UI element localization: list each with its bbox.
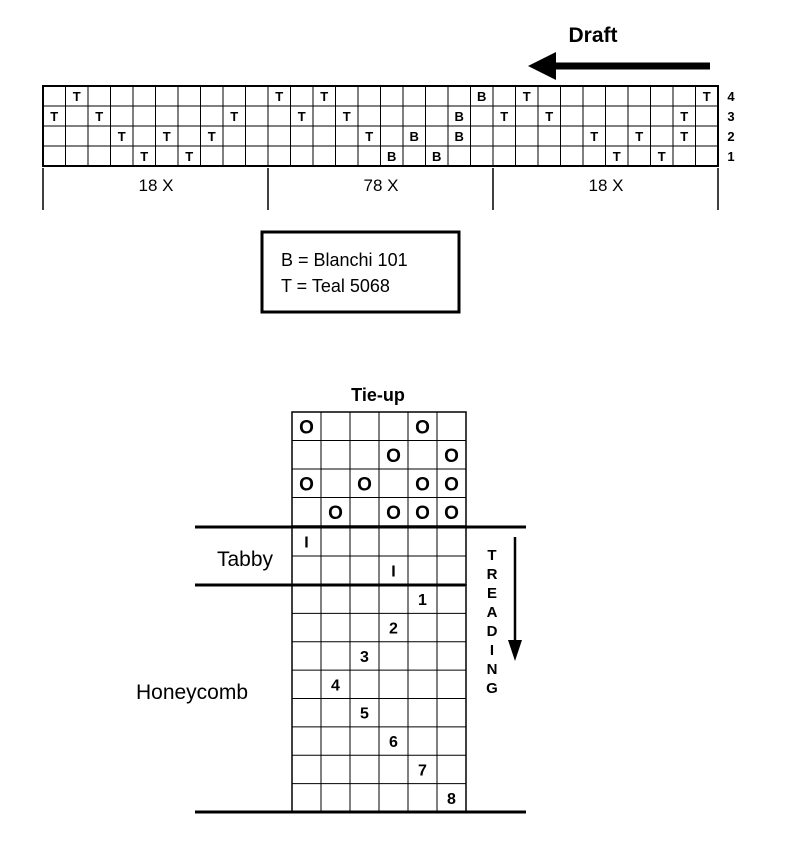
shaft-number: 4 [727,89,735,104]
treading-label-letter: N [487,661,498,678]
thread-mark-t: T [208,129,216,144]
thread-mark-b: B [477,89,486,104]
tabby-label: Tabby [217,548,274,571]
tieup-mark: O [415,417,430,438]
tieup-mark: O [415,503,430,524]
thread-mark-t: T [545,109,553,124]
tieup-mark: O [444,446,459,467]
honeycomb-label: Honeycomb [136,681,248,704]
shaft-number: 2 [727,129,734,144]
tieup-mark: O [299,474,314,495]
thread-mark-t: T [275,89,283,104]
thread-mark-t: T [320,89,328,104]
thread-mark-b: B [432,149,441,164]
thread-mark-b: B [387,149,396,164]
thread-mark-t: T [703,89,711,104]
thread-mark-t: T [680,109,688,124]
draft-direction-arrow-icon [528,52,710,80]
thread-mark-t: T [118,129,126,144]
thread-mark-t: T [298,109,306,124]
treadle-mark: 5 [360,706,369,723]
thread-mark-t: T [73,89,81,104]
treading-label-letter: I [490,642,494,659]
tieup-mark: O [386,446,401,467]
tieup-mark: O [444,474,459,495]
thread-mark-t: T [95,109,103,124]
treading-label-letter: E [487,585,497,602]
thread-mark-t: T [230,109,238,124]
legend-line-t: T = Teal 5068 [281,276,390,296]
legend-line-b: B = Blanchi 101 [281,250,408,270]
thread-mark-b: B [455,129,464,144]
treadle-mark: 3 [360,649,369,666]
thread-mark-t: T [680,129,688,144]
repeat-label-center: 78 X [364,176,399,195]
treading-label-letter: A [487,604,498,621]
repeat-label-right: 18 X [589,176,624,195]
thread-mark-t: T [163,129,171,144]
thread-mark-t: T [50,109,58,124]
treading-arrow-icon [508,537,522,661]
treadle-mark: 2 [389,621,398,638]
treadle-mark: 1 [418,592,427,609]
thread-mark-t: T [185,149,193,164]
thread-mark-t: T [365,129,373,144]
tieup-mark: O [299,417,314,438]
thread-mark-t: T [140,149,148,164]
thread-mark-b: B [410,129,419,144]
tieup-mark: O [328,503,343,524]
treading-grid: I I 1 2 3 4 5 6 7 8 [291,526,467,813]
treading-label-letter: R [487,566,498,583]
shaft-number: 1 [727,149,734,164]
thread-mark-b: B [455,109,464,124]
shaft-numbers: 4 3 2 1 [727,89,735,164]
treadle-mark: 4 [331,677,340,694]
thread-mark-t: T [500,109,508,124]
treadle-mark: 8 [447,791,456,808]
treading-label-letter: G [486,680,498,697]
thread-mark-t: T [343,109,351,124]
repeat-label-left: 18 X [139,176,174,195]
treading-section-dividers [195,525,526,814]
thread-mark-t: T [658,149,666,164]
treading-label-letter: T [487,547,496,564]
thread-mark-t: T [590,129,598,144]
repeat-ruler [42,168,719,210]
tieup-mark: O [415,474,430,495]
shaft-number: 3 [727,109,734,124]
legend-box [260,230,461,314]
treadle-mark: 6 [389,734,398,751]
tieup-mark: O [357,474,372,495]
treadle-mark: I [391,564,395,581]
tieup-mark: O [444,503,459,524]
tieup-title: Tie-up [351,385,405,405]
draft-title: Draft [568,24,617,47]
treading-label-letter: D [487,623,498,640]
tieup-mark: O [386,503,401,524]
thread-mark-t: T [635,129,643,144]
treadle-mark: I [304,535,308,552]
thread-mark-t: T [613,149,621,164]
treadle-mark: 7 [418,762,427,779]
thread-mark-t: T [523,89,531,104]
